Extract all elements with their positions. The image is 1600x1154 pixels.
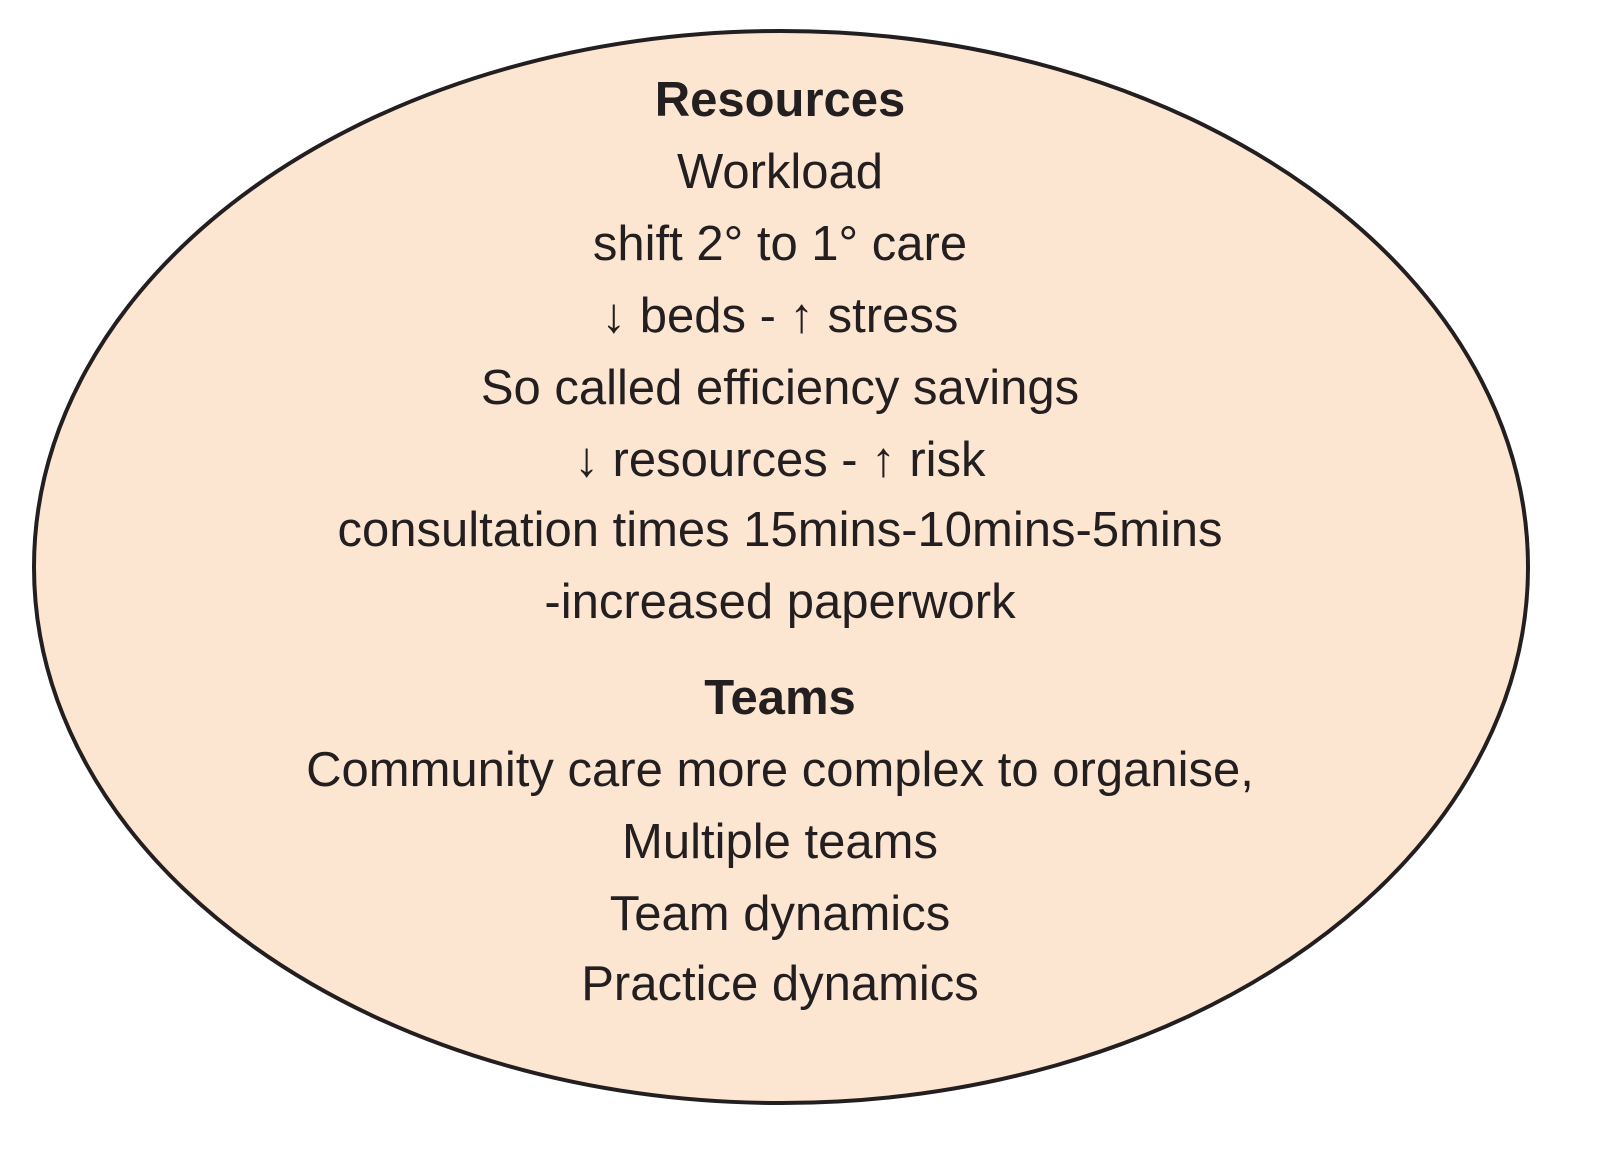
teams-heading: Teams [704, 671, 856, 725]
resources-line: Workload [676, 145, 884, 199]
resources-line: ↓ beds - ↑ stress [601, 289, 959, 343]
resources-line: -increased paperwork [544, 575, 1016, 629]
resources-heading: Resources [654, 73, 906, 127]
teams-line: Community care more complex to organise, [306, 743, 1254, 797]
teams-line: Practice dynamics [581, 957, 979, 1011]
resources-line: shift 2° to 1° care [592, 217, 968, 271]
teams-line: Team dynamics [609, 887, 951, 941]
resources-line: So called efficiency savings [480, 361, 1080, 415]
teams-line: Multiple teams [622, 815, 938, 869]
resources-line: consultation times 15mins-10mins-5mins [337, 503, 1223, 557]
resources-line: ↓ resources - ↑ risk [574, 433, 986, 487]
